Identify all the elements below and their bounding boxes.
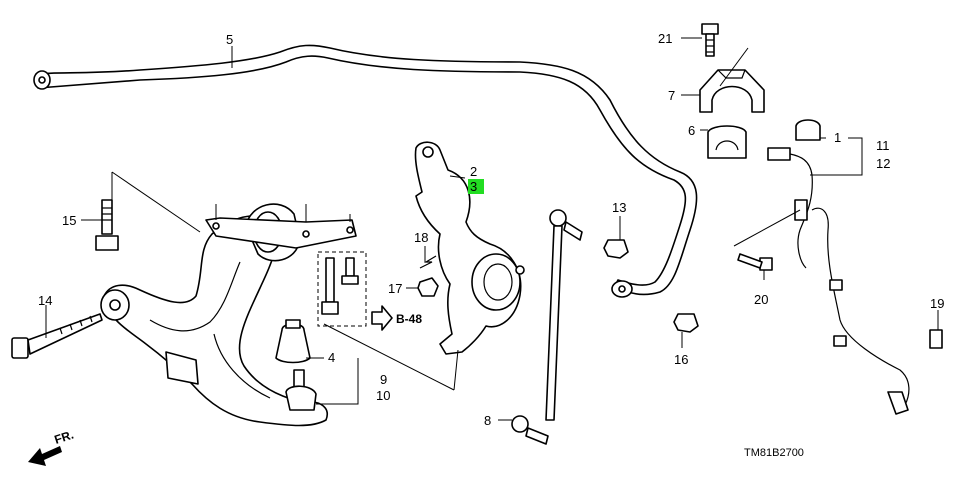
stabilizer-bar (33, 44, 698, 298)
stabilizer-link (511, 209, 583, 445)
self-locking-nut-13 (603, 239, 629, 259)
callout-3: 3 (470, 179, 477, 194)
callout-21: 21 (658, 31, 672, 46)
reference-label: B-48 (396, 312, 422, 326)
flange-bolt-21 (701, 23, 719, 57)
front-arrow-icon (28, 446, 62, 466)
callout-11: 11 (876, 138, 890, 153)
callout-17: 17 (388, 281, 402, 296)
bolt-group-b48 (317, 251, 367, 327)
steering-knuckle (414, 141, 525, 355)
flange-bolt-14 (11, 313, 103, 359)
callout-5: 5 (226, 32, 233, 47)
callout-7: 7 (668, 88, 675, 103)
drawing-code: TM81B2700 (744, 447, 804, 459)
callout-20: 20 (754, 292, 768, 307)
ball-joint (285, 369, 317, 411)
callouts: 5 21 7 6 1 11 12 2 3 13 15 18 17 20 14 1… (38, 31, 944, 428)
callout-6: 6 (688, 123, 695, 138)
callout-13: 13 (612, 200, 626, 215)
bolt-20 (737, 253, 773, 271)
self-locking-nut-16 (673, 313, 699, 333)
callout-1: 1 (834, 130, 841, 145)
callout-12: 12 (876, 156, 890, 171)
callout-9: 9 (380, 372, 387, 387)
ball-joint-boot (275, 319, 311, 364)
clip-18 (419, 255, 437, 269)
callout-18: 18 (414, 230, 428, 245)
reference-arrow (371, 305, 393, 331)
callout-8: 8 (484, 413, 491, 428)
nut-17 (417, 277, 439, 297)
callout-14: 14 (38, 293, 52, 308)
lower-arm (100, 203, 357, 427)
callout-4: 4 (328, 350, 335, 365)
stabilizer-holder (699, 69, 765, 113)
callout-16: 16 (674, 352, 688, 367)
wheel-speed-sensor (767, 119, 943, 415)
front-label: FR. (53, 428, 76, 447)
callout-10: 10 (376, 388, 390, 403)
flange-bolt-15 (95, 199, 119, 251)
callout-19: 19 (930, 296, 944, 311)
stabilizer-bushing (707, 125, 747, 159)
callout-2: 2 (470, 164, 477, 179)
leader-lines (45, 37, 939, 421)
highlight-box (468, 179, 484, 194)
callout-15: 15 (62, 213, 76, 228)
